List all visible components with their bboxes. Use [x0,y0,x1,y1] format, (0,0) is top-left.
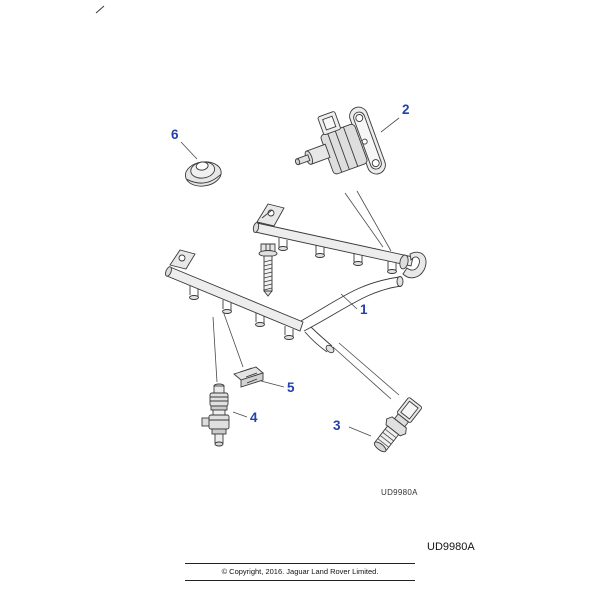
callout-3: 3 [333,418,341,433]
valve-unit-part2 [294,106,386,175]
callout-6: 6 [171,127,179,142]
callout-2: 2 [402,102,410,117]
fuel-rail-upper [252,203,427,279]
mounting-bolt [258,243,278,297]
footer-rule-bottom [185,580,415,581]
sensor-part3 [373,397,422,453]
copyright-text: © Copyright, 2016. Jaguar Land Rover Lim… [221,567,379,576]
registration-mark [95,5,105,14]
callout-1: 1 [360,302,368,317]
footer: © Copyright, 2016. Jaguar Land Rover Lim… [185,563,415,581]
crossover-hose [300,276,404,354]
callout-4: 4 [250,410,258,425]
injector-clip-part5 [233,366,264,388]
damper-cap-part6 [184,161,222,187]
callout-5: 5 [287,380,295,395]
leader-lines [180,117,400,437]
fuel-rail-lower [165,249,304,340]
footer-rule-top [185,563,415,564]
drawing-code-inline: UD9980A [381,488,418,497]
fuel-injector-part4 [201,383,230,447]
drawing-code-corner: UD9980A [427,541,475,553]
